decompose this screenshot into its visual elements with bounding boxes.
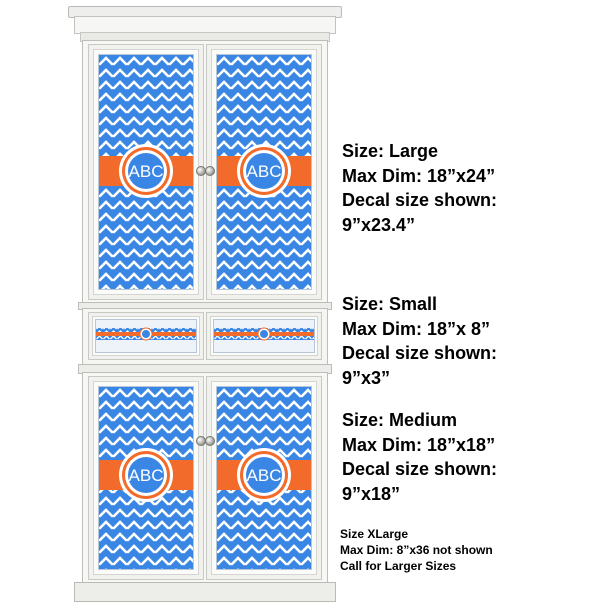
- size-medium-info: Size: Medium Max Dim: 18”x18” Decal size…: [342, 408, 497, 506]
- monogram-text: ABC: [129, 466, 164, 485]
- xlarge-note: Size XLarge Max Dim: 8”x36 not shown Cal…: [340, 526, 493, 574]
- size-label: Size: Medium: [342, 410, 458, 430]
- lower-left-door[interactable]: ABC: [88, 376, 204, 580]
- chevron-monogram-decal: ABC: [99, 387, 193, 569]
- small-decal-right: [213, 319, 315, 353]
- xlarge-max-dim: Max Dim: 8”x36 not shown: [340, 543, 493, 557]
- size-label: Size: Large: [342, 141, 439, 161]
- large-decal-left: ABC: [98, 54, 194, 290]
- armoire-cabinet: ABC ABC: [60, 0, 348, 602]
- chevron-monogram-decal: ABC: [99, 55, 193, 289]
- medium-decal-right: ABC: [216, 386, 312, 570]
- upper-right-door[interactable]: ABC: [206, 44, 322, 300]
- chevron-monogram-decal: ABC: [217, 387, 311, 569]
- cabinet-base: [74, 582, 336, 602]
- decal-size-label: Decal size shown:: [342, 459, 498, 479]
- monogram-text: ABC: [247, 162, 282, 181]
- left-drawer[interactable]: [88, 312, 204, 360]
- upper-left-door[interactable]: ABC: [88, 44, 204, 300]
- size-small-info: Size: Small Max Dim: 18”x 8” Decal size …: [342, 292, 497, 390]
- max-dim-label: Max Dim: 18”x24”: [342, 165, 496, 186]
- decal-size-value: 9”x3”: [342, 367, 391, 388]
- size-label: Size: Small: [342, 294, 438, 314]
- chevron-monogram-strip: [96, 320, 196, 352]
- decal-size-value: 9”x18”: [342, 483, 401, 504]
- max-dim-label: Max Dim: 18”x18”: [342, 434, 496, 455]
- small-decal-left: [95, 319, 197, 353]
- upper-right-door-knob[interactable]: [205, 166, 215, 176]
- right-drawer[interactable]: [206, 312, 322, 360]
- large-decal-right: ABC: [216, 54, 312, 290]
- medium-decal-left: ABC: [98, 386, 194, 570]
- larger-sizes-note: Call for Larger Sizes: [340, 559, 457, 573]
- lower-right-door-knob[interactable]: [205, 436, 215, 446]
- size-large-info: Size: Large Max Dim: 18”x24” Decal size …: [342, 139, 497, 237]
- chevron-monogram-strip: [214, 320, 314, 352]
- chevron-monogram-decal: ABC: [217, 55, 311, 289]
- monogram-text: ABC: [129, 162, 164, 181]
- lower-right-door[interactable]: ABC: [206, 376, 322, 580]
- decal-size-value: 9”x23.4”: [342, 214, 416, 235]
- xlarge-size-label: Size XLarge: [340, 527, 409, 541]
- decal-size-label: Decal size shown:: [342, 343, 498, 363]
- monogram-text: ABC: [247, 466, 282, 485]
- max-dim-label: Max Dim: 18”x 8”: [342, 318, 491, 339]
- decal-size-label: Decal size shown:: [342, 190, 498, 210]
